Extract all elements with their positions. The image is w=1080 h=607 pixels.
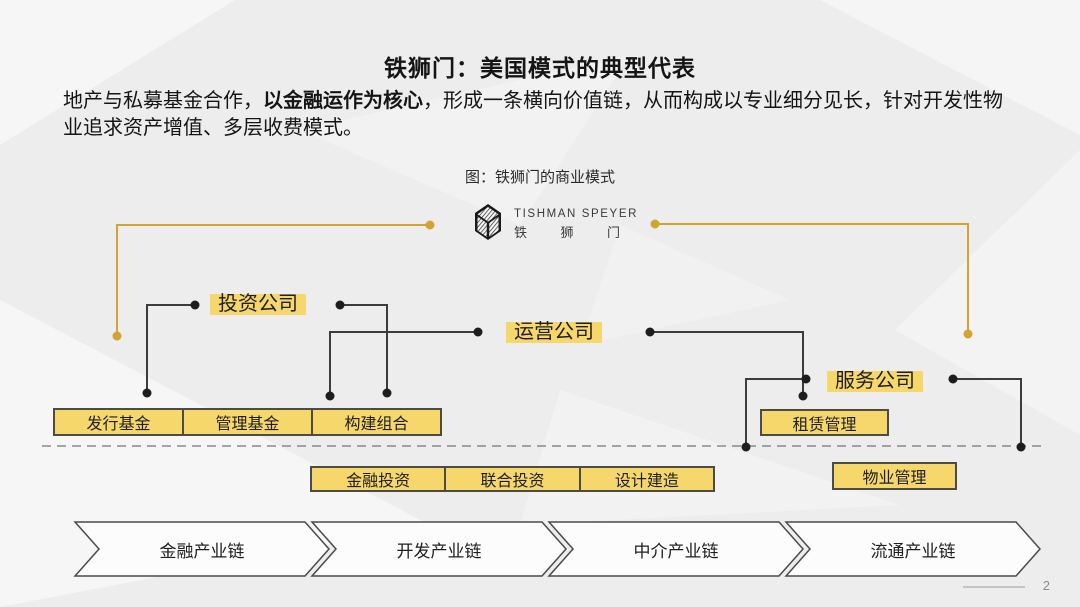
chevron-circulation-chain: [784, 521, 1042, 577]
box-design-build: 设计建造: [578, 468, 713, 490]
black-connectors: [142, 300, 1026, 452]
chain-label-finance: 金融产业链: [159, 541, 245, 561]
box-issue-fund: 发行基金: [86, 416, 151, 433]
connector-investment-to-fund: [146, 304, 195, 393]
development-activity-row: 金融投资 联合投资 设计建造: [310, 466, 715, 492]
box-leasing-management: 租赁管理: [760, 409, 889, 436]
connector-investment-to-portfolio: [340, 304, 388, 393]
box-manage-fund: 管理基金: [182, 410, 311, 434]
chevron-finance-chain: [73, 521, 331, 577]
box-build-portfolio: 构建组合: [311, 410, 440, 434]
slide-title: 铁狮门：美国模式的典型代表: [384, 55, 696, 81]
box-property-management: 物业管理: [832, 462, 957, 490]
box-financial-investment: 金融投资: [346, 473, 411, 490]
chain-label-circulation: 流通产业链: [870, 541, 956, 561]
page-number: 2: [1042, 578, 1050, 593]
chevron-development-chain: [310, 521, 568, 577]
label-service-company: 服务公司: [827, 371, 923, 392]
intro-paragraph: 地产与私募基金合作，以金融运作为核心，形成一条横向价值链，从而构成以专业细分见长…: [63, 88, 1019, 142]
tishman-speyer-logo: TISHMAN SPEYER 铁 狮 门: [474, 203, 638, 246]
logo-name-cn: 铁 狮 门: [514, 225, 620, 240]
gold-connector-left: [116, 224, 430, 336]
connector-operation-to-leasing: [650, 331, 804, 396]
chain-label-development: 开发产业链: [396, 541, 482, 561]
chevron-agency-chain: [547, 521, 805, 577]
connector-operation-to-portfolio: [329, 331, 478, 396]
figure-caption: 图：铁狮门的商业模式: [464, 169, 615, 186]
logo-text: TISHMAN SPEYER 铁 狮 门: [514, 208, 638, 241]
fund-activity-row: 发行基金 管理基金 构建组合: [53, 408, 442, 436]
connector-service-to-divider-right: [953, 378, 1022, 447]
gold-connectors: [112, 219, 973, 341]
intro-text-bold: 以金融运作为核心: [263, 90, 423, 112]
box-joint-investment: 联合投资: [444, 468, 578, 490]
gold-connector-right: [655, 223, 969, 334]
chain-label-agency: 中介产业链: [633, 541, 719, 561]
connector-service-to-divider-left: [745, 378, 806, 447]
tishman-speyer-cube-icon: [474, 203, 502, 246]
logo-name-en: TISHMAN SPEYER: [514, 208, 639, 220]
label-operation-company: 运营公司: [506, 322, 602, 343]
intro-text-pre: 地产与私募基金合作，: [63, 90, 263, 112]
label-investment-company: 投资公司: [210, 294, 306, 315]
industry-chain-arrows: [73, 521, 1042, 577]
intro-text-post: ，形成一条横向价值链，从而构成以专业细分见长，针对开发性物业追求资产增值、多层收…: [63, 90, 1003, 139]
